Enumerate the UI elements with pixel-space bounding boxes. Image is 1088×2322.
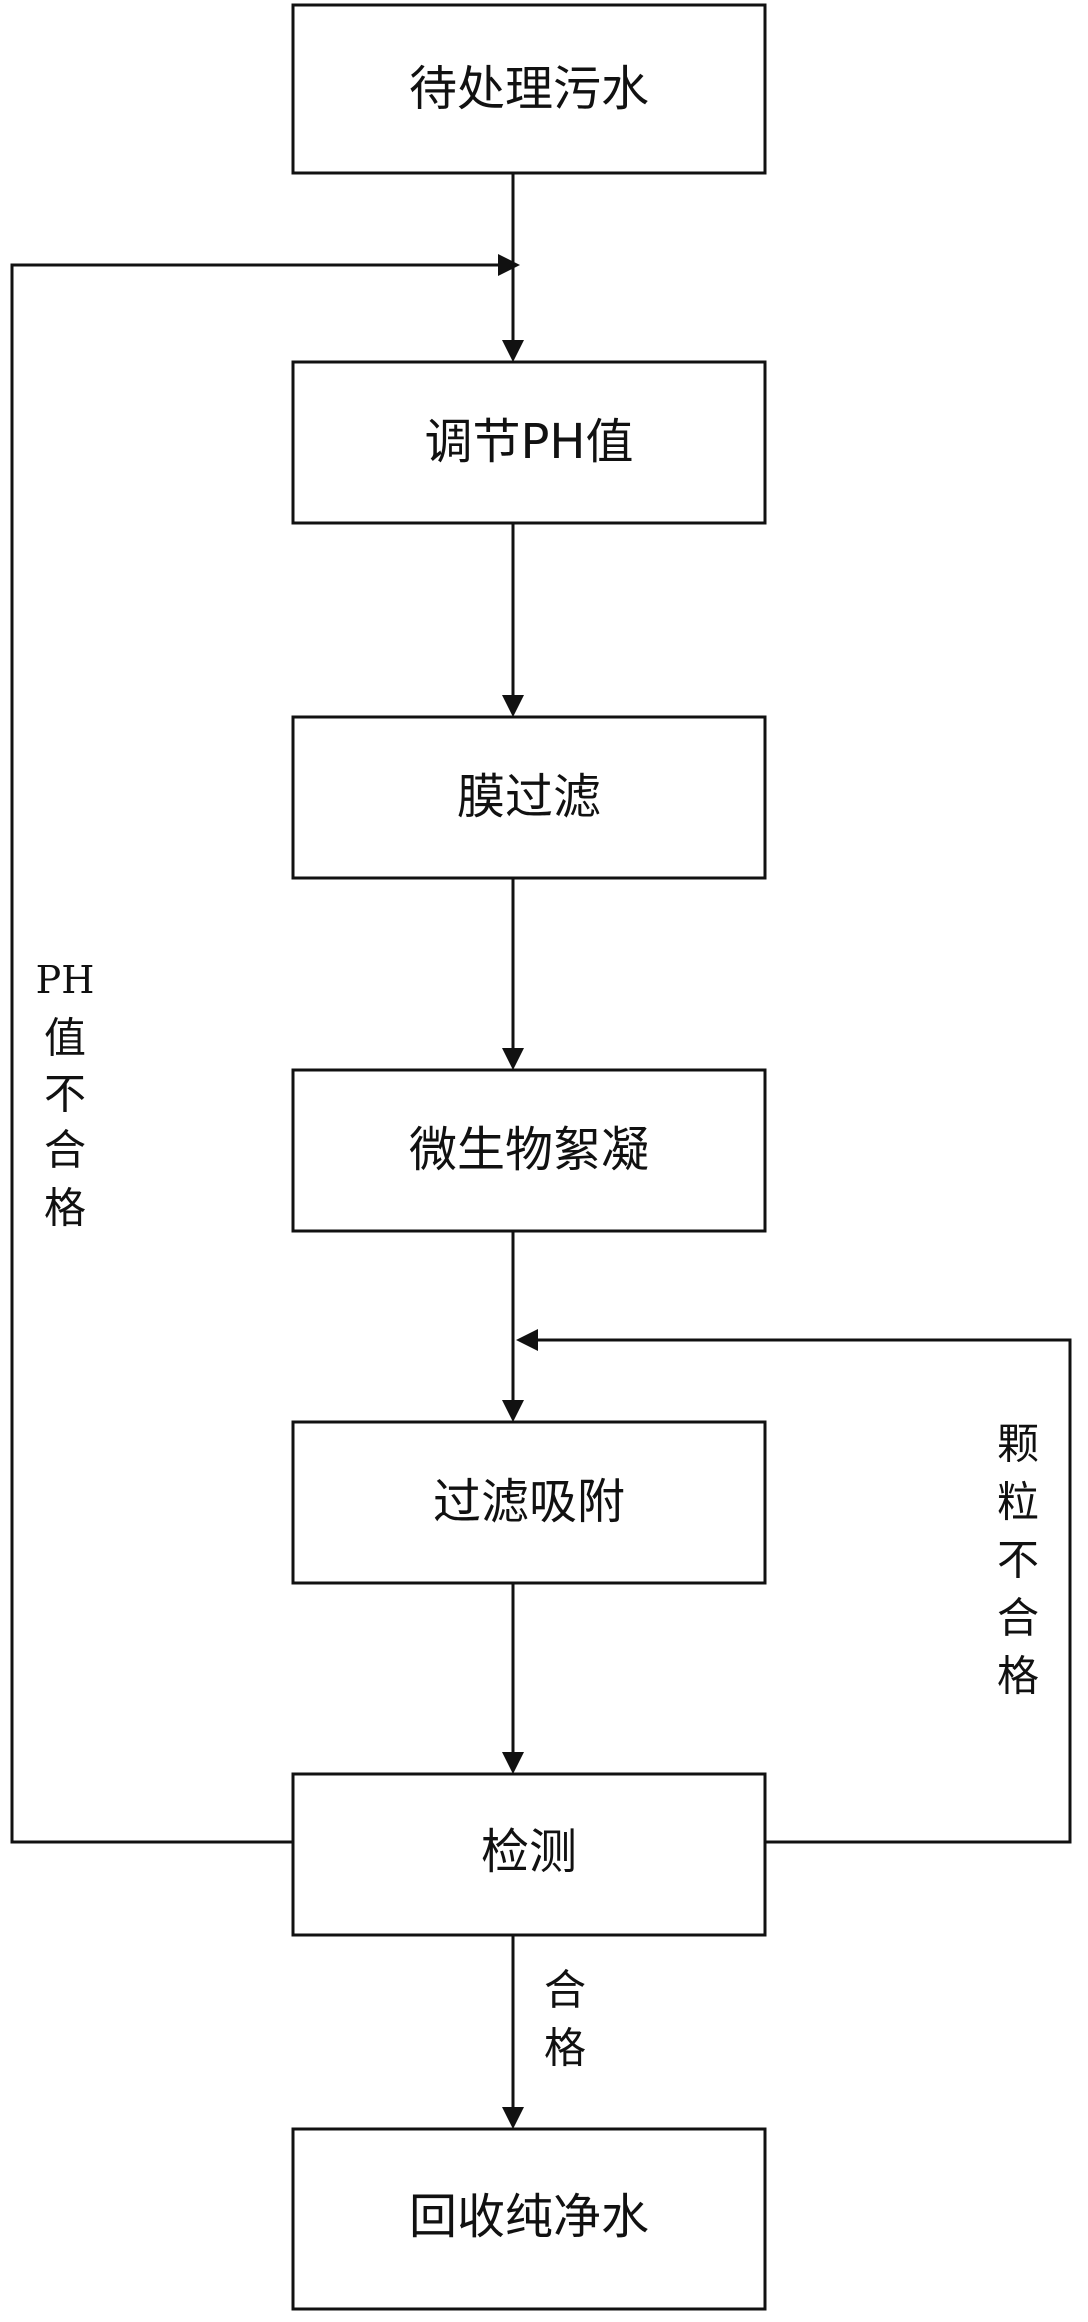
step-adjust-ph: 调节PH值 — [291, 360, 767, 525]
step-box-recover-pure-water — [291, 2127, 767, 2311]
particle-fail-label-line5: 格 — [997, 1652, 1039, 1701]
arrow-head-particle-loop-return — [516, 1329, 538, 1351]
step-label-filter-adsorption: 过滤吸附 — [433, 1474, 625, 1530]
pass-label: 合 格 — [544, 1966, 586, 2073]
step-membrane-filtration: 膜过滤 — [291, 715, 767, 880]
step-label-adjust-ph: 调节PH值 — [424, 414, 633, 470]
step-label-raw-sewage: 待处理污水 — [409, 61, 649, 117]
particle-fail-label: 颗 粒 不 合 格 — [997, 1420, 1039, 1701]
arrow-head-ph-loop-return — [498, 254, 520, 276]
arrow-head-into-ph-box — [502, 340, 524, 362]
particle-fail-label-line4: 合 — [997, 1594, 1039, 1643]
ph-fail-label-line1: PH — [36, 958, 95, 1002]
particle-fail-label-line2: 粒 — [997, 1478, 1039, 1527]
ph-fail-label-line3: 不 — [44, 1070, 86, 1119]
step-recover-pure-water: 回收纯净水 — [291, 2127, 767, 2311]
step-box-raw-sewage — [291, 3, 767, 175]
step-label-membrane-filtration: 膜过滤 — [457, 769, 601, 825]
step-box-filter-adsorption — [291, 1420, 767, 1585]
particle-fail-loop-line — [535, 1338, 1072, 1844]
step-raw-sewage: 待处理污水 — [291, 3, 767, 175]
step-filter-adsorption: 过滤吸附 — [291, 1420, 767, 1585]
ph-fail-label: PH 值 不 合 格 — [36, 958, 95, 1233]
step-box-inspection — [291, 1772, 767, 1937]
pass-label-line1: 合 — [544, 1966, 586, 2015]
step-label-recover-pure-water: 回收纯净水 — [409, 2189, 649, 2245]
step-inspection: 检测 — [291, 1772, 767, 1937]
ph-fail-label-line4: 合 — [44, 1126, 86, 1175]
step-label-inspection: 检测 — [481, 1824, 577, 1880]
ph-fail-label-line5: 格 — [44, 1184, 86, 1233]
ph-fail-loop-line — [10, 263, 500, 1844]
arrow-head-into-recover-box — [502, 2107, 524, 2129]
step-box-adjust-ph — [291, 360, 767, 525]
particle-fail-label-line1: 颗 — [997, 1420, 1039, 1469]
step-box-microbial-flocculation — [291, 1068, 767, 1233]
flow-connectors — [10, 173, 1072, 2107]
pass-label-line2: 格 — [544, 2024, 586, 2073]
step-label-microbial-flocculation: 微生物絮凝 — [409, 1122, 649, 1178]
step-microbial-flocculation: 微生物絮凝 — [291, 1068, 767, 1233]
particle-fail-label-line3: 不 — [997, 1536, 1039, 1585]
step-box-membrane-filtration — [291, 715, 767, 880]
arrow-head-into-membrane-box — [502, 695, 524, 717]
arrow-head-into-adsorption-box — [502, 1400, 524, 1422]
arrow-head-into-inspection-box — [502, 1752, 524, 1774]
arrow-heads — [498, 254, 538, 2129]
ph-fail-label-line2: 值 — [44, 1014, 86, 1063]
arrow-head-into-flocculation-box — [502, 1048, 524, 1070]
